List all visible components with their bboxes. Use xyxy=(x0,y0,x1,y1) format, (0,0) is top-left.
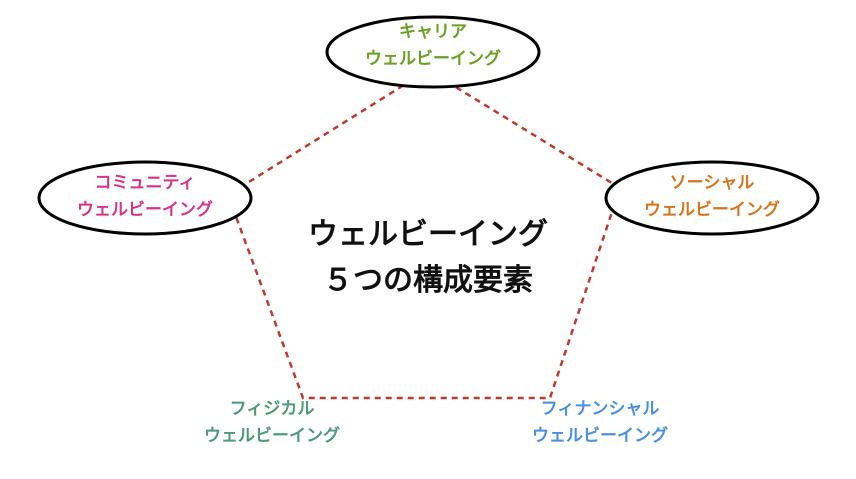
physical-subtitle: ウェルビーイング xyxy=(204,426,340,446)
financial-subtitle: ウェルビーイング xyxy=(532,426,668,446)
career-ellipse xyxy=(325,15,541,89)
career-title: キャリア xyxy=(399,22,467,42)
financial-title: フィナンシャル xyxy=(540,399,660,419)
center-title-line1: ウェルビーイング xyxy=(308,217,548,252)
social-title: ソーシャル xyxy=(669,173,755,193)
physical-title: フィジカル xyxy=(229,399,315,419)
community-title: コミュニティ xyxy=(94,173,196,193)
financial-label: フィナンシャル ウェルビーイング xyxy=(532,396,668,450)
community-label: コミュニティ ウェルビーイング xyxy=(77,170,213,224)
physical-label: フィジカル ウェルビーイング xyxy=(204,396,340,450)
pentagon-outline xyxy=(226,68,622,400)
career-label: キャリア ウェルビーイング xyxy=(365,19,501,73)
community-subtitle: ウェルビーイング xyxy=(77,200,213,220)
community-ellipse xyxy=(37,160,253,236)
social-label: ソーシャル ウェルビーイング xyxy=(644,170,780,224)
center-title: ウェルビーイング ５つの構成要素 xyxy=(308,212,548,304)
social-subtitle: ウェルビーイング xyxy=(644,200,780,220)
center-title-line2: ５つの構成要素 xyxy=(323,263,533,298)
social-ellipse xyxy=(604,160,820,236)
career-subtitle: ウェルビーイング xyxy=(365,49,501,69)
